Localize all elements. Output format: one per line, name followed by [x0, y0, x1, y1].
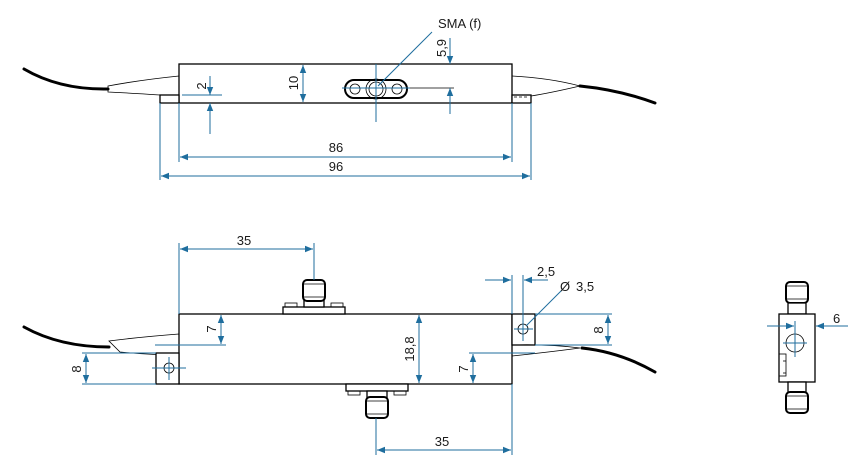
dim-bottom-connector-offset: 35 [435, 434, 449, 449]
dim-hole-diameter: 3,5 [576, 279, 594, 294]
dim-side-connector-offset: 6 [833, 311, 840, 326]
top-view: SMA (f) 2 10 5,9 86 96 [22, 16, 657, 180]
side-bottom-connector [785, 391, 809, 414]
front-view: 35 35 7 8 18,8 7 2,5 Ø 3,5 [22, 233, 657, 455]
dim-body-height: 10 [286, 76, 301, 90]
top-view-body [178, 63, 513, 104]
side-view: 6 [767, 281, 848, 414]
top-sma-connector [302, 279, 326, 302]
dim-right-fiber-offset: 7 [456, 365, 471, 372]
dim-top-connector-offset: 35 [237, 233, 251, 248]
bottom-flange [345, 383, 409, 392]
dim-hole-offset: 2,5 [537, 264, 555, 279]
dim-connector-offset: 5,9 [434, 39, 449, 57]
left-fiber-cable-front [22, 325, 111, 349]
right-fiber-boot-front [511, 344, 581, 357]
dim-ledge-height: 2 [194, 82, 209, 89]
side-top-connector [785, 281, 809, 304]
sma-leader [377, 31, 433, 87]
flange-hole-left [349, 83, 361, 95]
right-fiber-cable-front [580, 346, 657, 374]
left-fiber-cable [22, 67, 110, 91]
flange-hole-right [391, 83, 403, 95]
right-fiber-boot [511, 75, 581, 97]
dim-left-fiber-offset: 7 [204, 325, 219, 332]
top-flange [282, 306, 346, 315]
sma-label: SMA (f) [438, 16, 481, 31]
left-ledge [159, 94, 180, 104]
dim-body-length: 86 [329, 140, 343, 155]
dim-body-height-front: 18,8 [402, 336, 417, 361]
side-view-body [778, 313, 816, 383]
left-fiber-boot [107, 75, 180, 96]
dim-overall-length: 96 [329, 159, 343, 174]
diameter-symbol: Ø [560, 279, 570, 294]
dim-left-tab-height: 8 [69, 365, 84, 372]
bottom-sma-connector [365, 396, 389, 419]
right-ledge [511, 94, 532, 104]
right-fiber-cable [578, 84, 657, 105]
dim-right-tab-height: 8 [591, 326, 606, 333]
